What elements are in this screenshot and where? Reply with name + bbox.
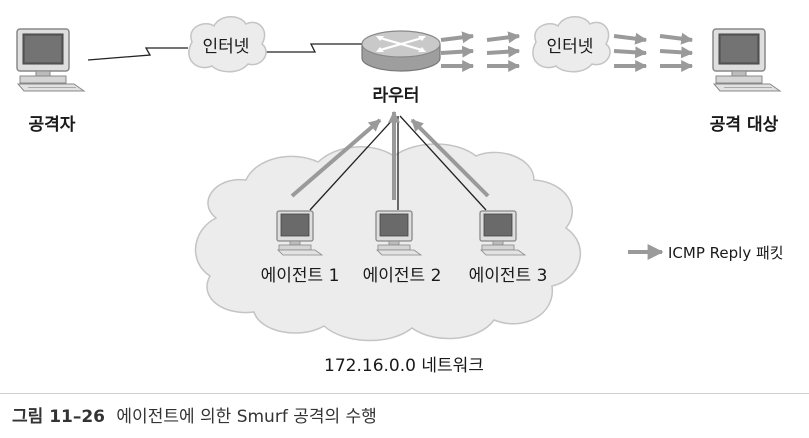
legend: ICMP Reply 패킷 bbox=[628, 244, 784, 262]
internet-left-label: 인터넷 bbox=[203, 37, 250, 57]
target-computer-icon bbox=[712, 28, 781, 92]
agent2-label: 에이전트 2 bbox=[363, 266, 442, 286]
caption-number: 그림 11–26 bbox=[12, 407, 106, 427]
router-link bbox=[262, 43, 364, 53]
target-label: 공격 대상 bbox=[710, 115, 779, 135]
internet-cloud-left: 인터넷 bbox=[188, 16, 267, 73]
router-label: 라우터 bbox=[373, 86, 420, 106]
caption-divider bbox=[0, 393, 809, 394]
agent3-label: 에이전트 3 bbox=[469, 266, 548, 286]
internet-cloud-right: 인터넷 bbox=[532, 16, 611, 73]
attacker-label: 공격자 bbox=[29, 115, 76, 135]
internet-right-label: 인터넷 bbox=[547, 37, 594, 57]
caption-text: 에이전트에 의한 Smurf 공격의 수행 bbox=[116, 407, 377, 427]
attacker-computer-icon bbox=[16, 28, 85, 92]
network-label: 172.16.0.0 네트워크 bbox=[324, 356, 484, 376]
reply-arrows-agents-to-router bbox=[290, 110, 490, 200]
agent-network-cloud bbox=[194, 143, 582, 342]
figure-caption: 그림 11–26 에이전트에 의한 Smurf 공격의 수행 bbox=[12, 402, 377, 427]
flood-arrows-internet-to-target bbox=[613, 32, 694, 72]
attacker-link bbox=[87, 47, 188, 61]
legend-label: ICMP Reply 패킷 bbox=[668, 244, 784, 262]
router-icon bbox=[361, 30, 441, 72]
agent1-label: 에이전트 1 bbox=[261, 266, 340, 286]
flood-arrows-router-to-internet bbox=[440, 31, 521, 72]
